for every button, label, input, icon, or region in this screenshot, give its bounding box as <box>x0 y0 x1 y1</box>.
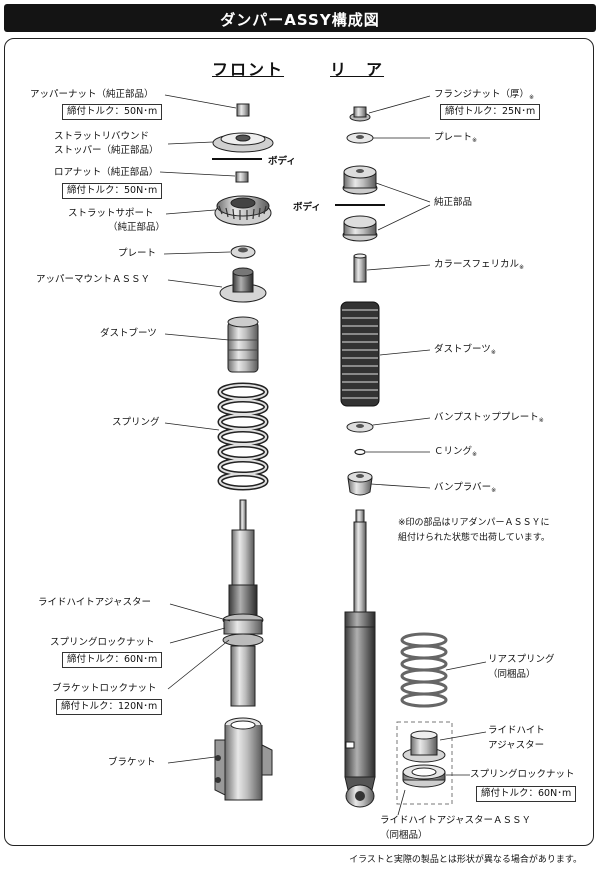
front-upper-nut <box>236 103 250 117</box>
rear-ride-height-assy-box <box>396 721 453 805</box>
rear-c-ring <box>354 448 366 456</box>
front-bracket <box>214 717 273 801</box>
note-text: ※印の部品はリアダンパーＡＳＳＹに 組付けられた状態で出荷しています。 <box>398 516 550 546</box>
label-upper-nut: アッパーナット（純正部品） <box>30 89 154 100</box>
front-strut-support <box>214 195 272 226</box>
rear-ride-height-adjuster <box>402 730 446 763</box>
label-rebound-stopper-1: ストラットリバウンド <box>54 131 150 142</box>
front-damper <box>222 499 264 707</box>
label-bump-stop-plate: バンプストッププレート※ <box>434 412 544 424</box>
rear-body-label: ボディ <box>293 202 321 213</box>
title-bar: ダンパーASSY構成図 <box>4 4 596 32</box>
rear-lower-bushing <box>342 215 378 242</box>
diagram-frame <box>4 38 594 846</box>
torque-lower-nut: 締付トルク：50N･m <box>62 183 163 199</box>
front-spring-highlight <box>219 384 267 489</box>
label-strut-support-2: （純正部品） <box>108 222 166 233</box>
label-upper-mount: アッパーマウントＡＳＳＹ <box>36 274 151 285</box>
label-rear-ride-height-2: アジャスター <box>488 740 545 751</box>
torque-rear-spring-lock-nut: 締付トルク：60N･m <box>476 786 577 802</box>
diagram-title: ダンパーASSY構成図 <box>220 11 380 29</box>
front-plate <box>230 245 256 259</box>
rear-collar <box>353 253 367 283</box>
rear-dust-boot <box>340 301 380 407</box>
note-line-2: 組付けられた状態で出荷しています。 <box>398 533 550 543</box>
label-flange-nut: フランジナット（厚）※ <box>434 89 535 101</box>
label-front-spring: スプリング <box>112 417 160 428</box>
rear-plate <box>346 132 374 144</box>
label-rear-spring-lock-nut: スプリングロックナット <box>470 769 575 780</box>
label-lower-nut: ロアナット（純正部品） <box>54 167 159 178</box>
rear-header: リ ア <box>330 60 385 79</box>
label-front-dust-boot: ダストブーツ <box>100 328 157 339</box>
label-c-ring: Ｃリング※ <box>434 446 478 458</box>
label-bump-rubber: バンプラバー※ <box>434 482 497 494</box>
front-header: フロント <box>212 60 285 79</box>
label-ride-height-adjuster: ライドハイトアジャスター <box>38 597 151 608</box>
label-collar: カラースフェリカル※ <box>434 259 525 271</box>
label-rear-plate: プレート※ <box>434 132 478 144</box>
label-ride-height-assy-2: （同梱品） <box>380 830 428 841</box>
torque-upper-nut: 締付トルク：50N･m <box>62 104 163 120</box>
front-rebound-stopper <box>212 132 274 153</box>
rear-damper <box>344 509 376 808</box>
label-front-plate: プレート <box>118 248 157 259</box>
front-upper-mount <box>219 267 267 303</box>
rear-bump-stop-plate <box>346 421 374 433</box>
label-rear-ride-height-1: ライドハイト <box>488 725 545 736</box>
label-strut-support-1: ストラットサポート <box>68 208 154 219</box>
front-dust-boot <box>227 316 259 373</box>
rear-spring <box>400 632 448 708</box>
torque-flange-nut: 締付トルク：25N･m <box>440 104 541 120</box>
label-rebound-stopper-2: ストッパー（純正部品） <box>54 145 159 156</box>
label-rear-dust-boot: ダストブーツ※ <box>434 344 496 356</box>
torque-spring-lock-nut: 締付トルク：60N･m <box>62 652 163 668</box>
leader-lines <box>159 94 487 816</box>
label-bracket-lock-nut: ブラケットロックナット <box>52 683 157 694</box>
rear-bump-rubber <box>347 471 373 496</box>
rear-spring-lock-nut <box>402 764 446 788</box>
label-bracket: ブラケット <box>108 757 156 768</box>
label-spring-lock-nut: スプリングロックナット <box>50 637 155 648</box>
note-line-1: ※印の部品はリアダンパーＡＳＳＹに <box>398 518 550 528</box>
footer-disclaimer: イラストと実際の製品とは形状が異なる場合があります。 <box>349 855 582 865</box>
label-rear-spring-1: リアスプリング <box>488 654 555 665</box>
front-body-label: ボディ <box>268 156 296 167</box>
front-lower-nut <box>235 171 249 183</box>
label-rear-spring-2: （同梱品） <box>488 669 536 680</box>
rear-upper-bushing <box>342 165 378 195</box>
torque-bracket-lock-nut: 締付トルク：120N･m <box>56 699 163 715</box>
label-oem-parts: 純正部品 <box>434 197 473 208</box>
label-ride-height-assy-1: ライドハイトアジャスターＡＳＳＹ <box>380 815 531 826</box>
rear-flange-nut <box>349 106 371 122</box>
